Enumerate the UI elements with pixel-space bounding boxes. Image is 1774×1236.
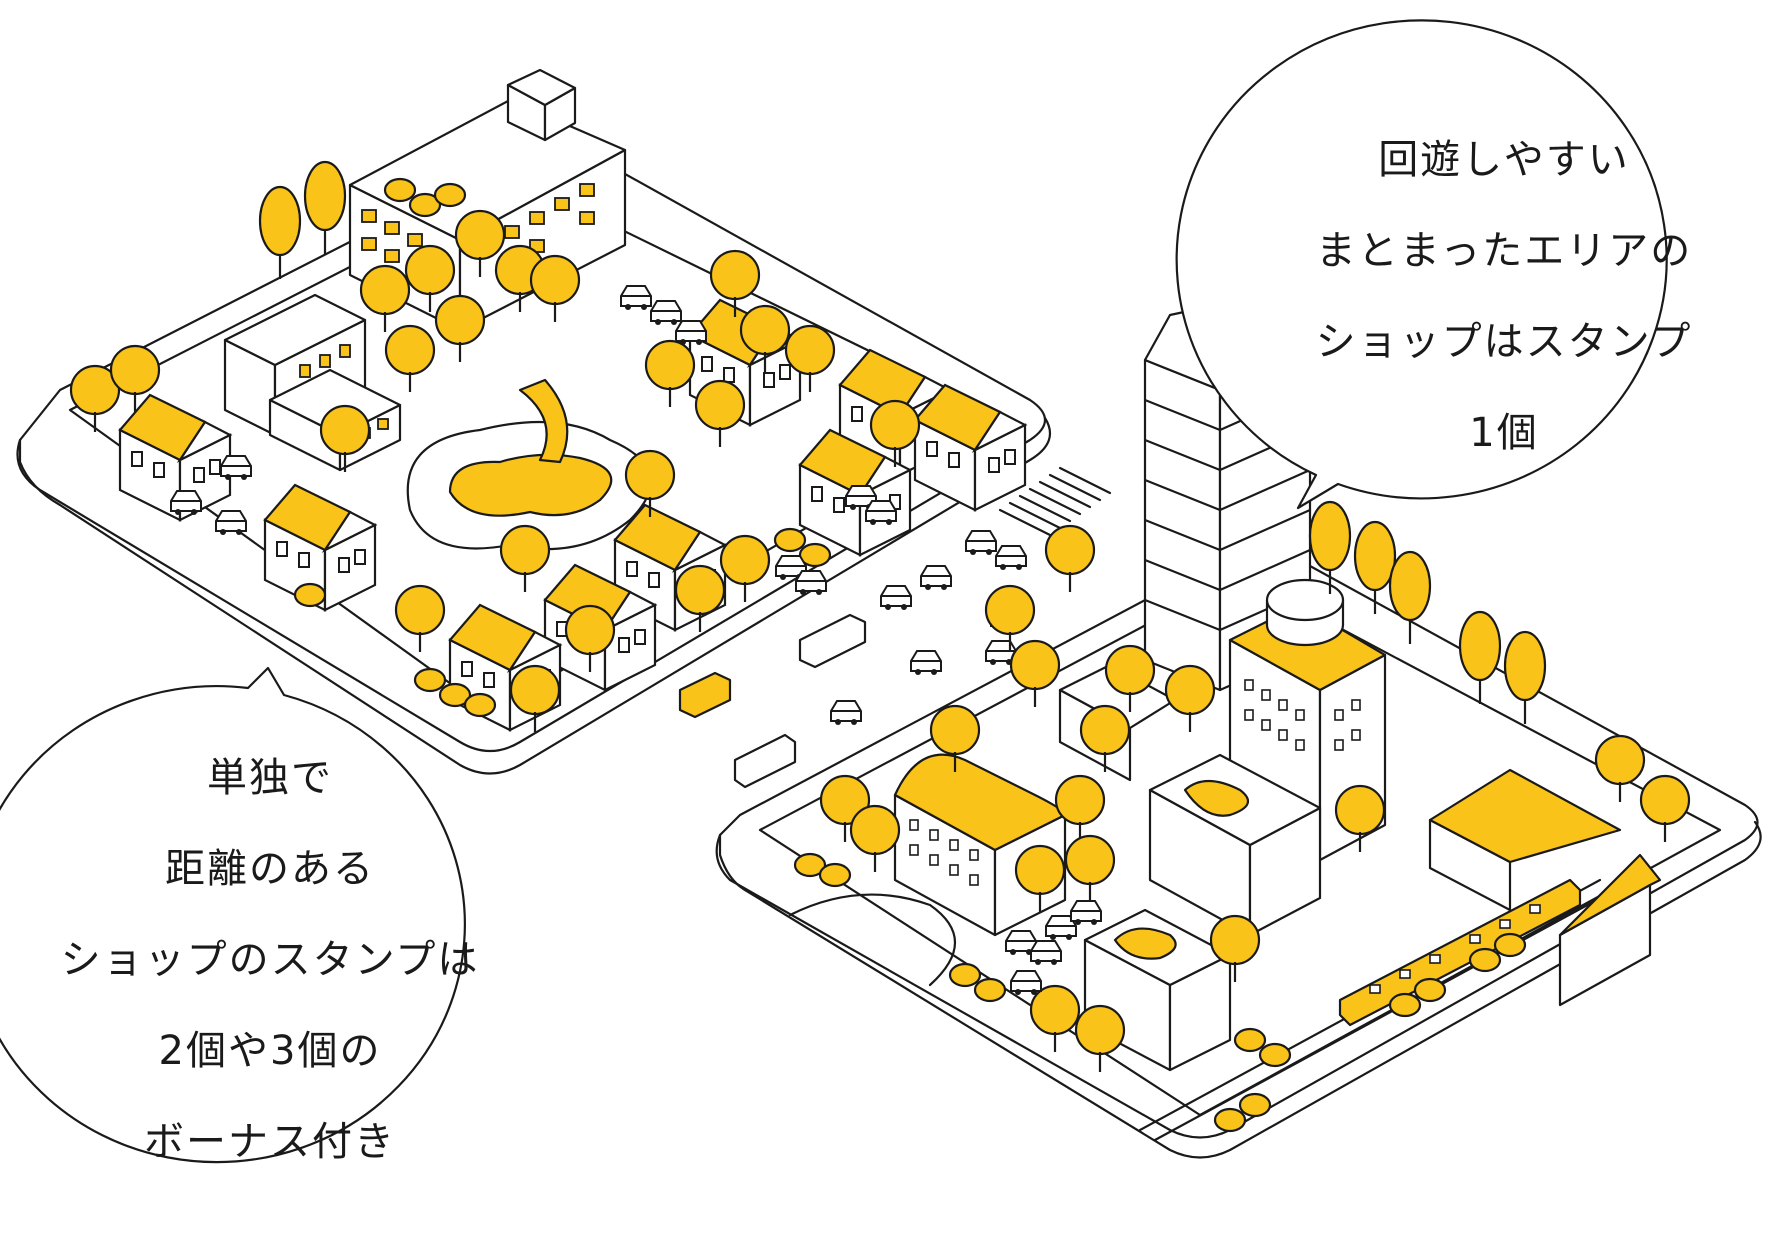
bus [678, 671, 732, 719]
road-between-blocks [678, 466, 1112, 789]
pond [406, 378, 652, 551]
bubble-left-line: ボーナス付き [144, 1119, 396, 1165]
bubble-left-line: 2個や3個の [158, 1028, 382, 1074]
left-office-building [223, 293, 402, 472]
train [1338, 878, 1582, 1027]
right-platform-edge [718, 820, 1762, 1159]
left-platform-edge [18, 416, 1052, 775]
bubble-right-line: 1個 [1469, 410, 1539, 456]
right-town-block [715, 298, 1762, 1159]
left-town-block [16, 68, 1052, 775]
bubble-left-line: ショップのスタンプは [60, 937, 480, 983]
bubble-right-text: 回遊しやすい まとまったエリアの ショップはスタンプ 1個 [1234, 115, 1774, 479]
truck [733, 613, 867, 789]
bubble-right-line: まとまったエリアの [1315, 228, 1693, 274]
bubble-left-text: 単独で 距離のある ショップのスタンプは 2個や3個の ボーナス付き [20, 733, 520, 1188]
train-station [1428, 768, 1662, 1007]
crosswalk [998, 466, 1112, 537]
bubble-left-line: 単独で [207, 755, 333, 801]
right-office-buildings [1058, 663, 1322, 1072]
speech-bubble-left [0, 666, 466, 1164]
speech-bubble-right [1175, 19, 1668, 510]
bubble-right-line: 回遊しやすい [1378, 137, 1630, 183]
bubble-left-line: 距離のある [165, 846, 375, 892]
roundabout [788, 893, 956, 987]
road-vehicles [678, 530, 1027, 789]
bubble-right-line: ショップはスタンプ [1315, 319, 1693, 365]
left-apartment-building [348, 68, 627, 332]
arched-hall [893, 753, 1067, 937]
